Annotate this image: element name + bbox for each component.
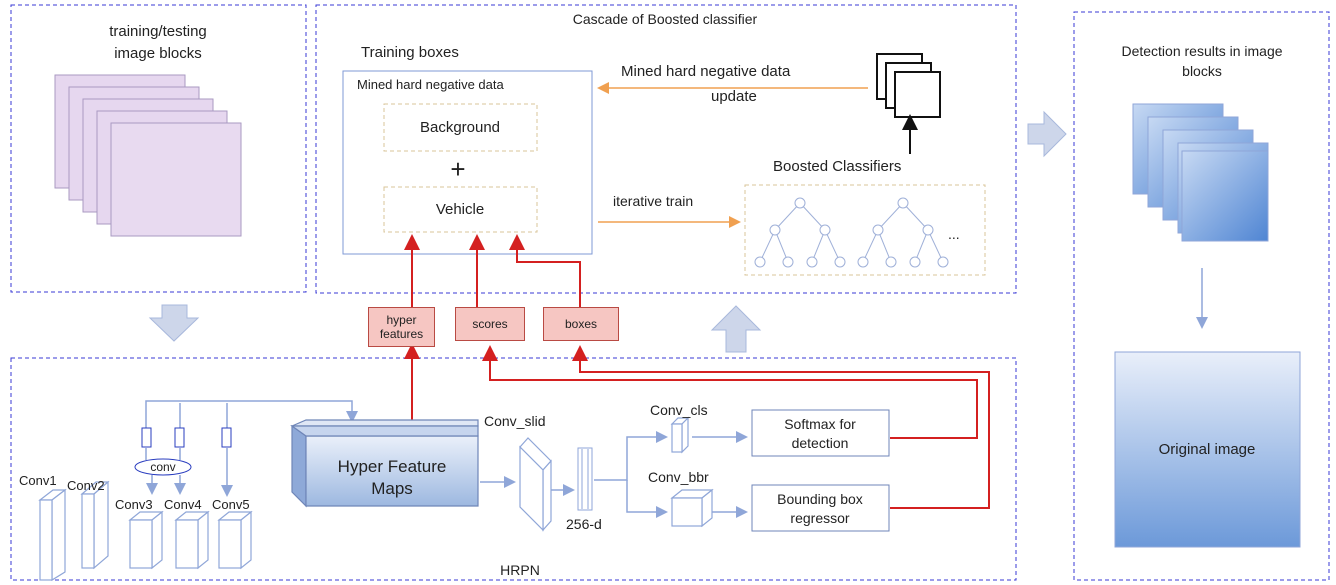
down-arrow-to-hrpn [148, 304, 200, 342]
ellipsis-label: ... [948, 226, 960, 242]
input-panel-border [10, 4, 307, 293]
bbox-line1: Bounding box [777, 491, 863, 507]
classifier-stack-icon [876, 53, 941, 118]
bbox-regressor-box [751, 484, 890, 532]
conv-layers [38, 480, 253, 582]
softmax-line2: detection [791, 435, 849, 451]
original-image-label: Original image [1158, 441, 1256, 458]
background-label: Background [419, 119, 501, 136]
hyper-features-line1: hyper [386, 313, 417, 327]
conv-slid-layer [519, 437, 552, 532]
update-label-line1: Mined hard negative data [621, 63, 791, 80]
boosted-label: Boosted Classifiers [773, 158, 902, 175]
training-boxes-label: Training boxes [361, 44, 459, 61]
input-title-line2: image blocks [114, 45, 202, 62]
hyper-feature-maps-block [290, 419, 479, 508]
dim-label: 256-d [566, 516, 602, 532]
decision-trees [754, 197, 949, 268]
cascade-panel-border [315, 4, 1017, 294]
boxes-label: boxes [564, 317, 598, 331]
conv4-pool-box [174, 427, 185, 448]
results-panel-border [1073, 11, 1330, 581]
conv4-label: Conv4 [164, 497, 202, 512]
plus-label: + [450, 154, 466, 184]
mined-label: Mined hard negative data [357, 77, 504, 92]
hyper-features-line2: features [379, 327, 424, 341]
scores-box: scores [455, 307, 525, 341]
conv-bbr-label: Conv_bbr [648, 469, 709, 485]
right-arrow-to-results [1027, 110, 1067, 158]
hyper-maps-line2: Maps [371, 479, 413, 498]
conv-slid-label: Conv_slid [484, 413, 546, 429]
bbox-line2: regressor [790, 510, 850, 526]
vehicle-box [383, 186, 538, 233]
conv5-pool-box [221, 427, 232, 448]
update-label-line2: update [711, 88, 757, 105]
results-title-line1: Detection results in image [1121, 43, 1283, 59]
conv-ellipse [134, 458, 192, 476]
background-box [383, 103, 538, 152]
branch-arrows [594, 431, 748, 518]
original-image-box [1114, 351, 1301, 548]
conv5-label: Conv5 [212, 497, 250, 512]
conv1-label: Conv1 [19, 473, 57, 488]
softmax-line1: Softmax for [784, 416, 856, 432]
vehicle-label: Vehicle [435, 201, 485, 218]
conv3-pool-box [141, 427, 152, 448]
softmax-to-scores-arrow [482, 345, 978, 439]
softmax-box [751, 409, 890, 457]
bbox-to-boxes-arrow [572, 345, 990, 509]
iterative-label: iterative train [613, 193, 694, 209]
conv2-label: Conv2 [67, 478, 105, 493]
boxes-to-training-arrow [509, 234, 581, 307]
scores-label: scores [472, 317, 508, 331]
conv-ellipse-label: conv [150, 460, 176, 474]
cascade-title: Cascade of Boosted classifier [572, 11, 758, 27]
boxes-box: boxes [543, 307, 619, 341]
conv-cls-label: Conv_cls [650, 402, 708, 418]
hyper-maps-line1: Hyper Feature [337, 457, 447, 476]
conv-bbr-layer [670, 488, 714, 528]
input-title-line1: training/testing [109, 23, 207, 40]
hrpn-title: HRPN [500, 562, 540, 578]
conv-connections [145, 400, 358, 497]
conv-cls-layer [670, 416, 690, 454]
results-title-line2: blocks [1182, 63, 1222, 79]
input-image-stack [54, 74, 242, 237]
hrpn-panel-border [10, 357, 1017, 581]
hyper-features-box: hyper features [368, 307, 435, 347]
conv3-label: Conv3 [115, 497, 153, 512]
results-image-stack [1132, 103, 1269, 242]
up-arrow-to-cascade [710, 305, 762, 353]
256d-vector [577, 447, 593, 511]
